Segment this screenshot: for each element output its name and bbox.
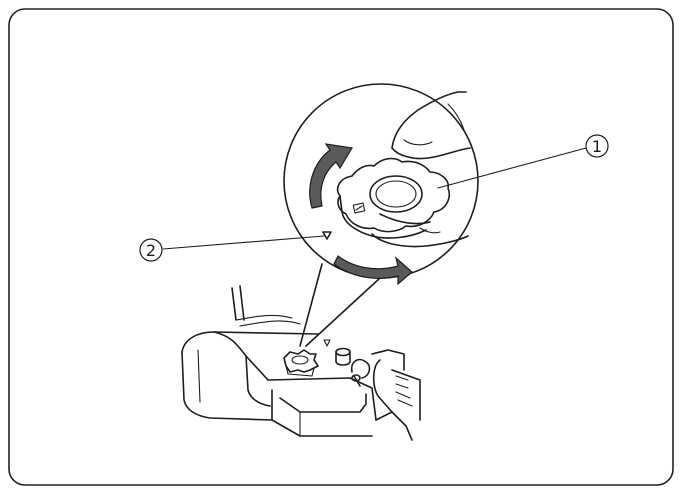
callout-1: 1 (437, 134, 609, 189)
curved-arrow-clockwise-icon (309, 143, 353, 209)
callout-1-number: 1 (592, 137, 602, 156)
small-knob (283, 349, 319, 377)
diagram-frame (8, 8, 674, 486)
knob-1 (336, 157, 450, 239)
detail-circle (283, 83, 479, 286)
triangle-mark-icon (322, 231, 332, 240)
callout-2-number: 2 (146, 241, 156, 260)
curved-arrow-right-icon (333, 255, 413, 286)
magnifier-line-left (299, 263, 323, 347)
magnifier-line-right (305, 277, 381, 347)
machine-body (181, 285, 421, 441)
callout-2: 2 (139, 235, 325, 262)
